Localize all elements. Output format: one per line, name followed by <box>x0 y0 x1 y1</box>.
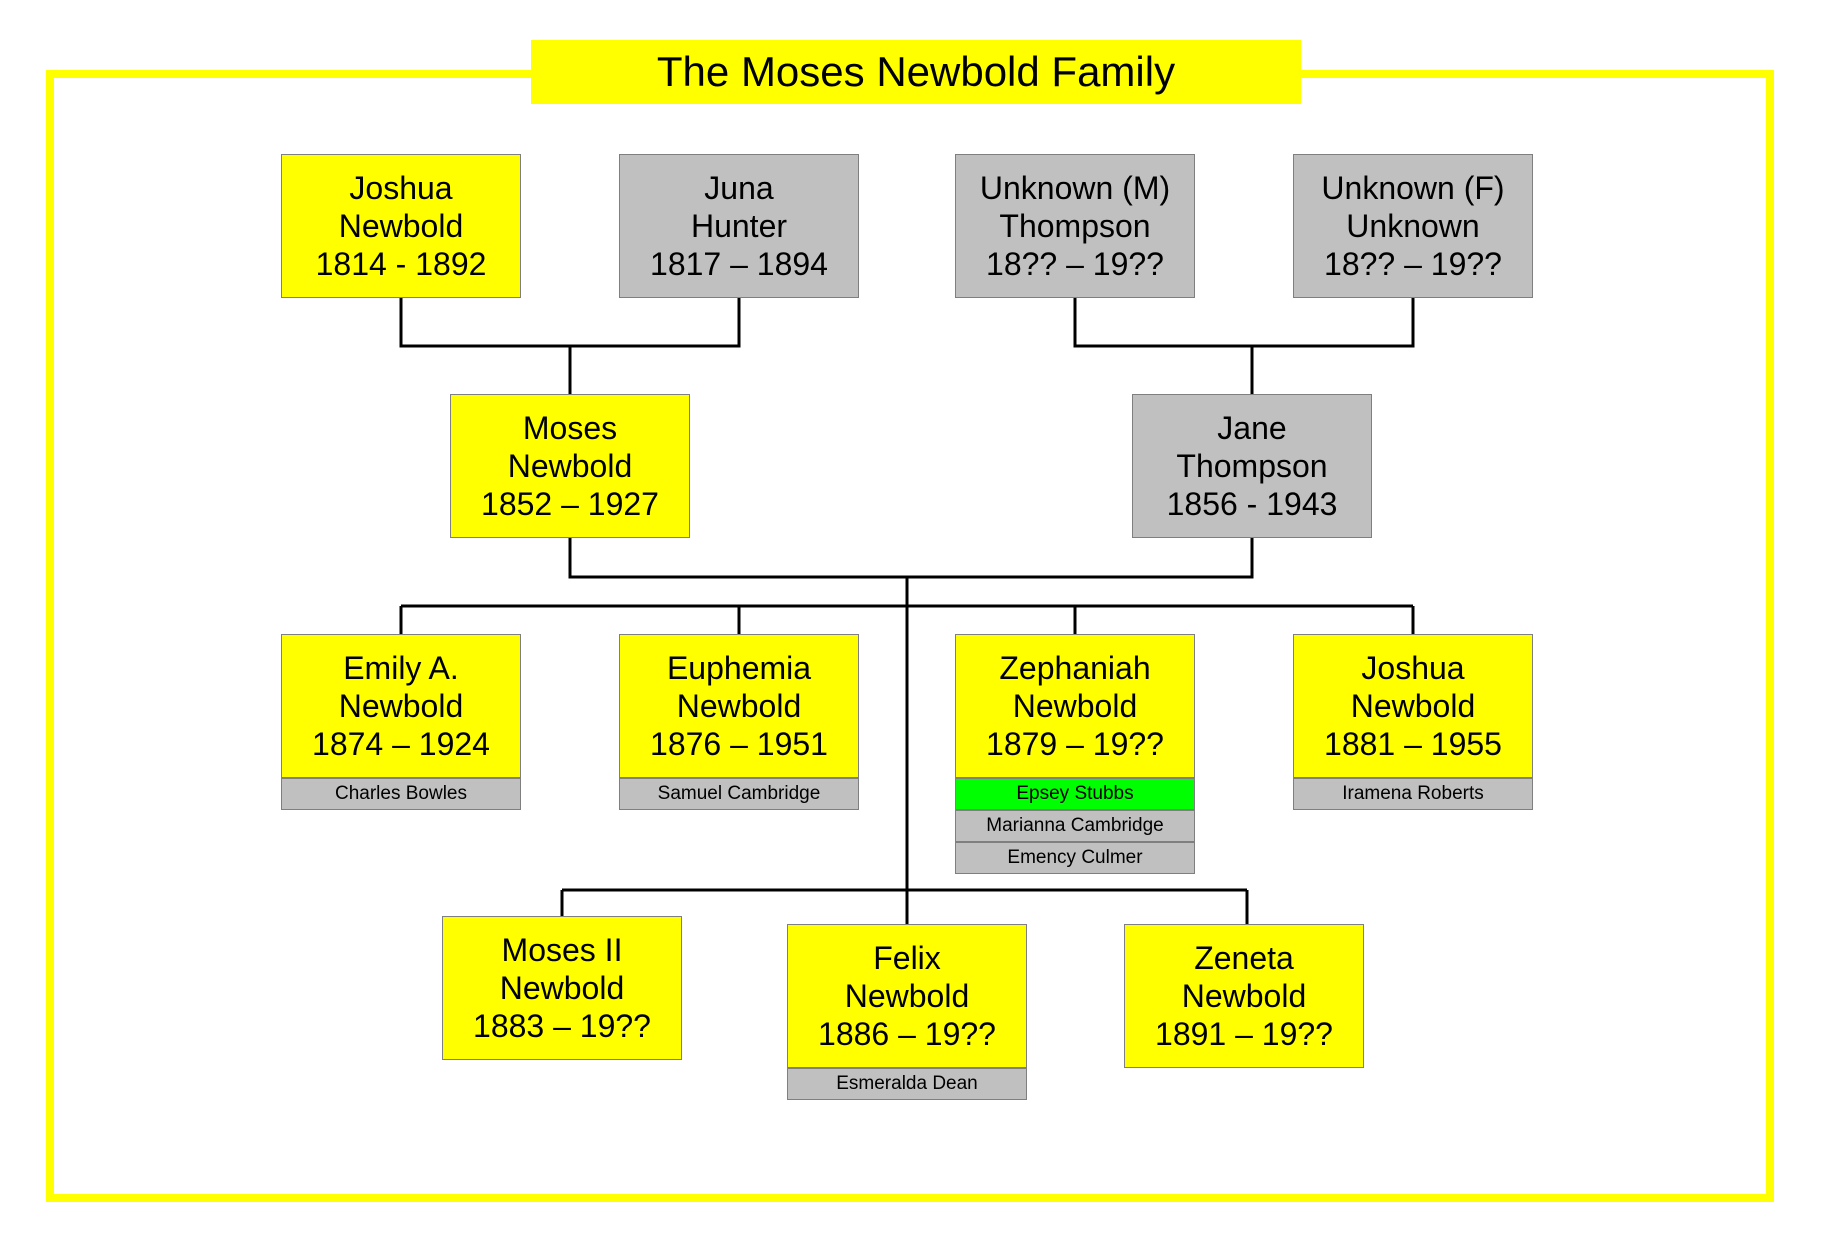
person-box-juna-hunter: Juna Hunter 1817 – 1894 <box>619 154 859 298</box>
person-first-name: Moses II <box>501 932 623 968</box>
spouse-box: Iramena Roberts <box>1293 778 1533 810</box>
person-box-moses-newbold: Moses Newbold 1852 – 1927 <box>450 394 690 538</box>
person-first-name: Moses <box>522 410 618 446</box>
diagram-title: The Moses Newbold Family <box>531 40 1301 104</box>
person-box-joshua-newbold-1881: Joshua Newbold 1881 – 1955 <box>1293 634 1533 778</box>
person-first-name: Felix <box>873 940 941 976</box>
person-last-name: Newbold <box>338 208 464 244</box>
person-box-unknown-thompson: Unknown (M) Thompson 18?? – 19?? <box>955 154 1195 298</box>
person-box-joshua-newbold-1814: Joshua Newbold 1814 - 1892 <box>281 154 521 298</box>
person-last-name: Newbold <box>844 978 970 1014</box>
person-last-name: Unknown <box>1346 208 1480 244</box>
person-first-name: Jane <box>1217 410 1287 446</box>
person-first-name: Unknown (M) <box>979 170 1171 206</box>
person-box-jane-thompson: Jane Thompson 1856 - 1943 <box>1132 394 1372 538</box>
person-dates: 1814 - 1892 <box>315 246 487 282</box>
person-first-name: Emily A. <box>343 650 459 686</box>
spouse-box: Charles Bowles <box>281 778 521 810</box>
person-box-zeneta-newbold: Zeneta Newbold 1891 – 19?? <box>1124 924 1364 1068</box>
person-dates: 1886 – 19?? <box>818 1016 996 1052</box>
person-last-name: Thompson <box>1176 448 1328 484</box>
person-last-name: Newbold <box>499 970 625 1006</box>
spouse-box-highlighted: Epsey Stubbs <box>955 778 1195 810</box>
person-dates: 1856 - 1943 <box>1166 486 1338 522</box>
connector-newbold-grandparents <box>399 298 741 348</box>
person-box-emily-newbold: Emily A. Newbold 1874 – 1924 <box>281 634 521 778</box>
person-first-name: Joshua <box>349 170 453 206</box>
person-last-name: Newbold <box>1181 978 1307 1014</box>
person-dates: 1891 – 19?? <box>1155 1016 1333 1052</box>
person-last-name: Hunter <box>690 208 788 244</box>
connector-thompson-grandparents <box>1073 298 1415 348</box>
person-dates: 18?? – 19?? <box>986 246 1164 282</box>
person-box-moses-ii-newbold: Moses II Newbold 1883 – 19?? <box>442 916 682 1060</box>
person-last-name: Newbold <box>1350 688 1476 724</box>
spouse-box: Marianna Cambridge <box>955 810 1195 842</box>
person-first-name: Unknown (F) <box>1321 170 1505 206</box>
spouse-box: Samuel Cambridge <box>619 778 859 810</box>
person-box-unknown-unknown: Unknown (F) Unknown 18?? – 19?? <box>1293 154 1533 298</box>
person-dates: 1817 – 1894 <box>650 246 828 282</box>
spouse-box: Emency Culmer <box>955 842 1195 874</box>
person-first-name: Juna <box>704 170 774 206</box>
person-first-name: Joshua <box>1361 650 1465 686</box>
person-last-name: Newbold <box>338 688 464 724</box>
person-dates: 1879 – 19?? <box>986 726 1164 762</box>
person-box-felix-newbold: Felix Newbold 1886 – 19?? <box>787 924 1027 1068</box>
connector-parents-union <box>568 538 1254 579</box>
person-dates: 1881 – 1955 <box>1324 726 1502 762</box>
person-last-name: Newbold <box>1012 688 1138 724</box>
person-dates: 18?? – 19?? <box>1324 246 1502 282</box>
person-dates: 1852 – 1927 <box>481 486 659 522</box>
person-last-name: Newbold <box>507 448 633 484</box>
person-last-name: Newbold <box>676 688 802 724</box>
person-box-euphemia-newbold: Euphemia Newbold 1876 – 1951 <box>619 634 859 778</box>
person-dates: 1874 – 1924 <box>312 726 490 762</box>
person-first-name: Zeneta <box>1194 940 1294 976</box>
person-box-zephaniah-newbold: Zephaniah Newbold 1879 – 19?? <box>955 634 1195 778</box>
person-last-name: Thompson <box>999 208 1151 244</box>
person-first-name: Zephaniah <box>999 650 1151 686</box>
spouse-box: Esmeralda Dean <box>787 1068 1027 1100</box>
person-first-name: Euphemia <box>666 650 812 686</box>
person-dates: 1883 – 19?? <box>473 1008 651 1044</box>
person-dates: 1876 – 1951 <box>650 726 828 762</box>
